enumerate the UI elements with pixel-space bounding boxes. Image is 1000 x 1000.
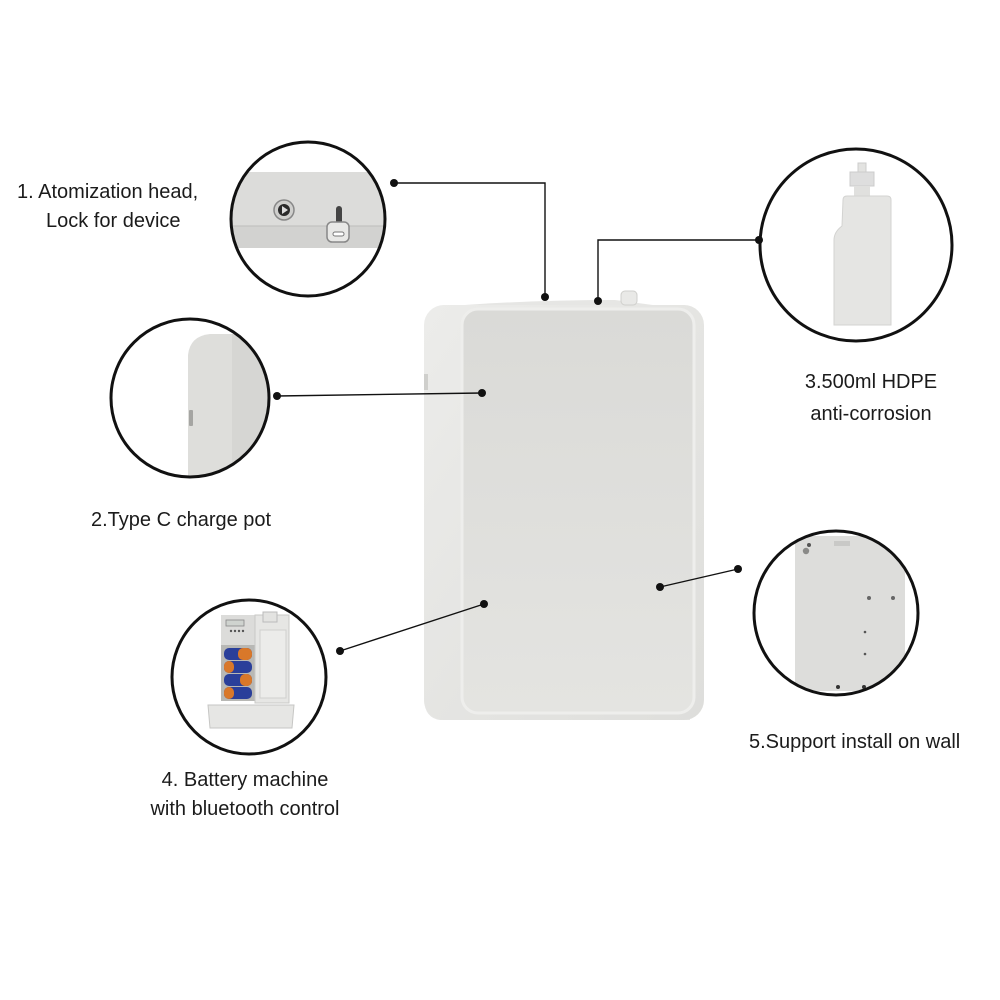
callout-1-line1: 1. Atomization head, (17, 181, 199, 203)
callout-label-4: 4. Battery machine with bluetooth contro… (120, 766, 370, 824)
detail-circle-wall-mount (752, 529, 920, 697)
main-device-illustration (424, 290, 704, 720)
callout-label-3: 3.500ml HDPE anti-corrosion (771, 366, 971, 430)
detail-circle-type-c (109, 317, 271, 479)
detail-circle-battery-machine (170, 598, 328, 756)
callout-3-line2: anti-corrosion (810, 403, 932, 425)
callout-label-2: 2.Type C charge pot (91, 506, 271, 535)
detail-circle-hdpe-bottle (758, 147, 954, 343)
callout-label-5: 5.Support install on wall (749, 728, 960, 757)
callout-lines (276, 182, 759, 652)
callout-4-line2: with bluetooth control (150, 798, 340, 820)
callout-2-line1: 2.Type C charge pot (91, 509, 272, 531)
callout-5-line1: 5.Support install on wall (749, 731, 961, 753)
callout-label-1: 1. Atomization head, Lock for device (17, 178, 198, 236)
callout-1-line2: Lock for device (46, 210, 181, 232)
callout-3-line1: 3.500ml HDPE (804, 371, 938, 393)
detail-circle-atomization-head (229, 140, 387, 298)
callout-4-line1: 4. Battery machine (161, 769, 329, 791)
